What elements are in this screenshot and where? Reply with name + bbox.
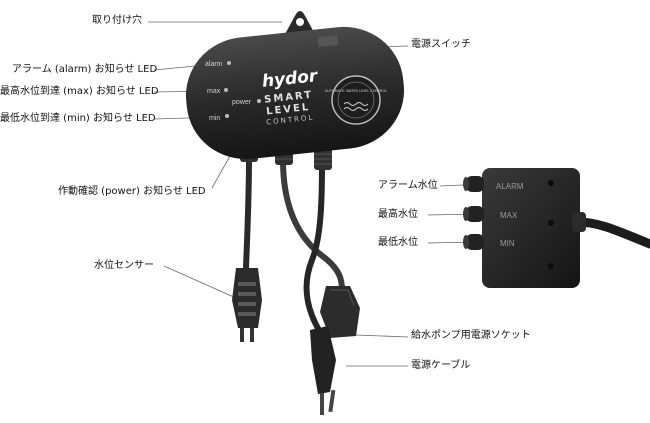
min-led-icon xyxy=(225,114,229,118)
wave-icon xyxy=(343,102,369,111)
auto-control-badge: AUTOMATIC WATER LEVEL CONTROL xyxy=(325,75,387,125)
led-label-min: min xyxy=(209,115,220,122)
label-power-cable: 電源ケーブル xyxy=(411,360,471,371)
screw-hole-icon xyxy=(548,180,554,186)
mains-plug xyxy=(310,326,336,415)
alarm-led-icon xyxy=(227,61,231,65)
screw-hole-icon xyxy=(548,263,554,269)
mains-cable xyxy=(303,162,325,335)
label-min-level: 最低水位 xyxy=(378,237,418,248)
pump-socket xyxy=(320,286,360,338)
leader-level-sensor xyxy=(163,265,237,299)
level-sensor-plug xyxy=(232,268,262,342)
sensor-cable-out xyxy=(573,217,650,249)
sensor-body xyxy=(482,168,580,288)
controller: alarm max power min hydor SMART LEVEL CO… xyxy=(185,11,405,160)
leader-pump-socket xyxy=(355,334,409,338)
label-alarm-led: アラーム (alarm) お知らせ LED xyxy=(12,64,158,75)
sensor-label-min: MIN xyxy=(500,239,515,248)
label-power-switch: 電源スイッチ xyxy=(411,39,471,50)
sensor-cable xyxy=(243,155,252,271)
alarm-probe-icon xyxy=(463,176,484,192)
pump-cable xyxy=(280,157,345,293)
led-label-max: max xyxy=(207,88,221,95)
product-name-line1: SMART xyxy=(264,90,314,106)
led-label-power: power xyxy=(232,99,252,106)
cables xyxy=(243,155,345,335)
controller-body xyxy=(185,26,405,160)
led-label-alarm: alarm xyxy=(205,61,223,68)
label-alarm-level: アラーム水位 xyxy=(378,180,438,191)
power-switch-icon xyxy=(317,35,339,47)
label-max-led: 最高水位到達 (max) お知らせ LED xyxy=(0,86,159,97)
max-probe-icon xyxy=(463,206,484,222)
product-name-line2: LEVEL xyxy=(266,102,311,118)
label-max-level: 最高水位 xyxy=(378,209,418,220)
label-min-led: 最低水位到達 (min) お知らせ LED xyxy=(0,113,156,124)
sensor-unit: ALARM MAX MIN xyxy=(463,168,650,288)
label-pump-socket: 給水ポンプ用電源ソケット xyxy=(411,330,531,341)
sensor-label-alarm: ALARM xyxy=(496,182,524,191)
label-level-sensor: 水位センサー xyxy=(94,260,154,271)
max-led-icon xyxy=(224,88,228,92)
label-power-led: 作動確認 (power) お知らせ LED xyxy=(58,186,206,197)
badge-text: AUTOMATIC WATER LEVEL CONTROL xyxy=(325,89,387,93)
label-mounting-hole: 取り付け穴 xyxy=(92,15,142,26)
sensor-label-max: MAX xyxy=(500,211,518,220)
min-probe-icon xyxy=(463,234,484,250)
screw-hole-icon xyxy=(548,220,554,226)
power-led-icon xyxy=(257,99,261,103)
